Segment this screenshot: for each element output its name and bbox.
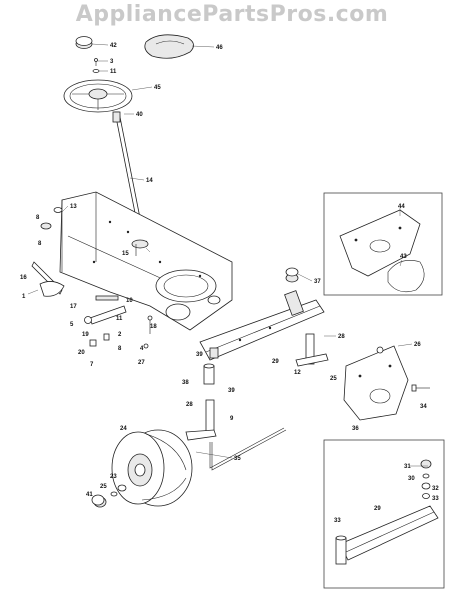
callout-8: 8 xyxy=(36,215,40,221)
tractor-frame xyxy=(59,191,233,331)
wheel-washer xyxy=(110,484,127,497)
steering-wheel xyxy=(63,79,133,113)
callout-41: 41 xyxy=(86,492,93,498)
callout-10: 10 xyxy=(126,298,133,304)
axle-bolt xyxy=(411,384,430,392)
callout-27: 27 xyxy=(138,360,145,366)
spacer xyxy=(89,333,110,347)
inset-steering-bracket xyxy=(323,192,443,296)
axle-support-bracket xyxy=(343,345,409,421)
callout-24: 24 xyxy=(120,426,127,432)
callout-11: 11 xyxy=(116,316,123,322)
leader-lines xyxy=(27,43,428,467)
callout-30: 30 xyxy=(408,476,415,482)
callout-23: 23 xyxy=(110,474,117,480)
callout-11: 11 xyxy=(110,69,117,75)
callout-labels: 42 46 3 11 45 40 14 8 13 8 15 37 16 1 17… xyxy=(20,43,439,524)
callout-16: 16 xyxy=(20,275,27,281)
callout-36: 36 xyxy=(352,426,359,432)
callout-26: 26 xyxy=(414,342,421,348)
callout-28: 28 xyxy=(338,334,345,340)
callout-28: 28 xyxy=(186,402,193,408)
spindle-bushing xyxy=(203,347,219,385)
callout-25: 25 xyxy=(100,484,107,490)
callout-40: 40 xyxy=(136,112,143,118)
callout-5: 5 xyxy=(70,322,74,328)
callout-20: 20 xyxy=(78,350,85,356)
front-axle xyxy=(199,290,325,361)
callout-8: 8 xyxy=(118,346,122,352)
front-tire xyxy=(111,429,193,507)
callout-3: 3 xyxy=(110,59,114,65)
callout-33: 33 xyxy=(334,518,341,524)
callout-43: 43 xyxy=(400,254,407,260)
spindle-right xyxy=(295,333,329,367)
callout-29: 29 xyxy=(374,506,381,512)
callout-19: 19 xyxy=(82,332,89,338)
callout-33: 33 xyxy=(432,496,439,502)
callout-13: 13 xyxy=(70,204,77,210)
hub-screw xyxy=(94,58,98,66)
callout-35: 35 xyxy=(234,456,241,462)
inset-axle-assembly xyxy=(323,439,445,589)
callout-7: 7 xyxy=(90,362,94,368)
callout-8: 8 xyxy=(38,241,42,247)
callout-29: 29 xyxy=(272,359,279,365)
callout-34: 34 xyxy=(420,404,427,410)
pivot-bolt xyxy=(143,315,153,349)
steering-gear xyxy=(131,239,149,256)
callout-31: 31 xyxy=(404,464,411,470)
hub-washer xyxy=(92,69,100,73)
callout-1: 1 xyxy=(22,294,26,300)
callout-45: 45 xyxy=(154,85,161,91)
steering-cap xyxy=(75,36,93,49)
site-watermark: AppliancePartsPros.com xyxy=(75,2,389,27)
steering-wheel-cover xyxy=(144,34,194,59)
callout-39: 39 xyxy=(228,388,235,394)
hub-cap xyxy=(91,494,107,508)
callout-37: 37 xyxy=(314,279,321,285)
callout-44: 44 xyxy=(398,204,405,210)
callout-25: 25 xyxy=(330,376,337,382)
callout-4: 4 xyxy=(140,346,144,352)
callout-17: 17 xyxy=(70,304,77,310)
callout-9: 9 xyxy=(230,416,234,422)
callout-18: 18 xyxy=(150,324,157,330)
callout-15: 15 xyxy=(122,251,129,257)
callout-38: 38 xyxy=(182,380,189,386)
callout-14: 14 xyxy=(146,178,153,184)
axle-pivot-bushing xyxy=(285,267,299,283)
callout-39: 39 xyxy=(196,352,203,358)
drag-link xyxy=(31,261,65,297)
callout-12: 12 xyxy=(294,370,301,376)
flange-bushing xyxy=(40,207,63,230)
spindle-left xyxy=(185,399,217,441)
callout-2: 2 xyxy=(118,332,122,338)
callout-42: 42 xyxy=(110,43,117,49)
callout-32: 32 xyxy=(432,486,439,492)
steering-arm xyxy=(84,295,127,325)
tie-rod xyxy=(209,427,287,471)
callout-46: 46 xyxy=(216,45,223,51)
